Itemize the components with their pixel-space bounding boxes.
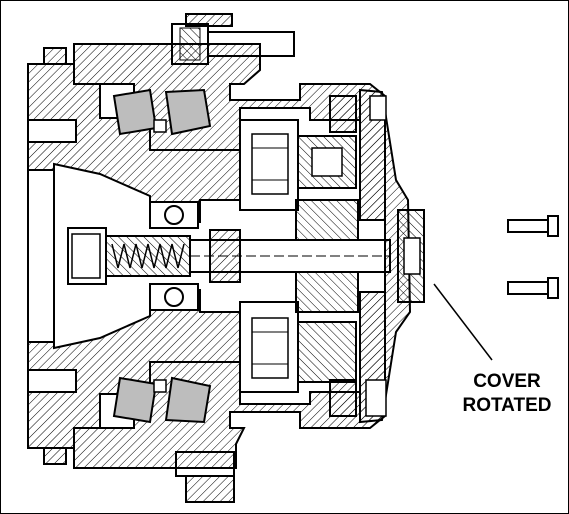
shaft-ball-bearings xyxy=(149,201,199,311)
upper-planet-gears xyxy=(239,95,357,211)
sun-gear xyxy=(295,199,359,313)
cover-rotated-callout: COVER ROTATED xyxy=(452,370,562,418)
input-shaft xyxy=(67,227,391,285)
cover-screw-lower xyxy=(507,277,559,299)
callout-line-2: ROTATED xyxy=(462,395,552,416)
upper-tapered-bearings xyxy=(112,88,212,136)
lower-tapered-bearings xyxy=(112,376,212,424)
hub-flange xyxy=(27,47,245,465)
end-cover xyxy=(359,88,425,424)
callout-line-1: COVER xyxy=(473,371,541,392)
lower-planet-gears xyxy=(239,301,357,417)
callout-leader-line xyxy=(433,283,493,361)
cover-screw-upper xyxy=(507,215,559,237)
